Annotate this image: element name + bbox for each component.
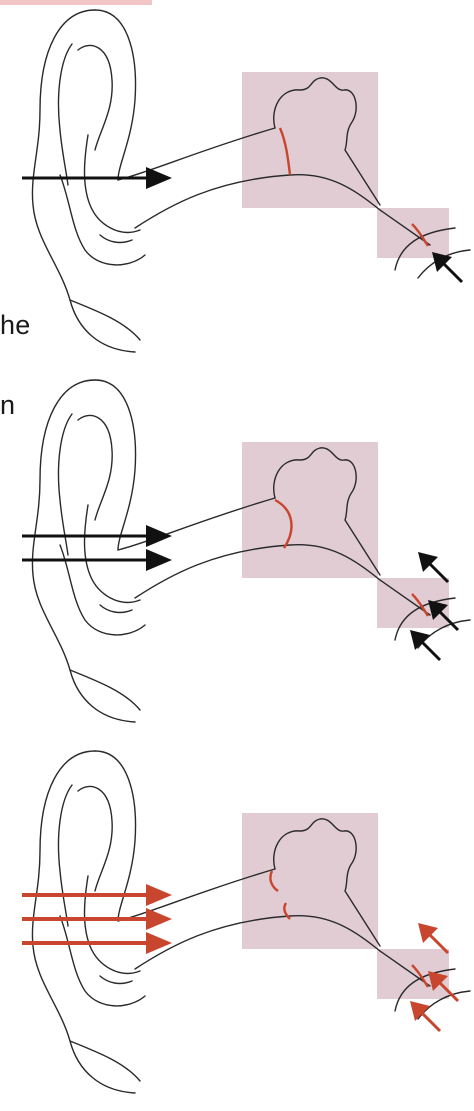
ear-diagram-quiet xyxy=(0,0,474,370)
sound-wave-arrow-1 xyxy=(22,908,172,930)
pinna-fold-line-3 xyxy=(78,45,112,150)
sound-arrow-head xyxy=(146,525,172,547)
pinna-fold-line-4 xyxy=(85,135,141,232)
inner-pressure-arrow-2 xyxy=(410,1001,440,1031)
pinna-fold-line-6 xyxy=(70,300,140,340)
pinna-fold-line-4 xyxy=(85,505,141,602)
inner-pressure-arrow-2 xyxy=(410,630,440,660)
sound-arrow-head xyxy=(146,908,172,930)
pinna-fold-line-5 xyxy=(60,175,145,265)
sound-wave-arrow-0 xyxy=(22,884,172,906)
pinna-fold-line-2 xyxy=(59,414,73,555)
pinna-fold-line-5 xyxy=(60,545,145,635)
pinna-fold-line-7 xyxy=(100,235,132,242)
pinna-fold-line-2 xyxy=(59,44,73,185)
pinna-fold-line-6 xyxy=(70,670,140,710)
outer-ear-pinna xyxy=(32,380,145,722)
pinna-fold-line-1 xyxy=(95,380,136,550)
pinna-fold-line-0 xyxy=(32,751,135,1093)
pinna-fold-line-5 xyxy=(60,916,145,1006)
sound-wave-arrow-2 xyxy=(22,932,172,954)
sound-wave-arrow-0 xyxy=(22,525,172,547)
pinna-fold-line-6 xyxy=(70,1041,140,1081)
pinna-fold-line-2 xyxy=(59,785,73,926)
pinna-fold-line-7 xyxy=(100,605,132,612)
inner-pressure-arrow-0 xyxy=(432,252,462,282)
inner-pressure-arrow-0 xyxy=(418,552,448,582)
pinna-fold-line-7 xyxy=(100,976,132,983)
inner-pressure-arrow-0 xyxy=(418,923,448,953)
middle-ear-highlight-box xyxy=(242,442,378,578)
inner-arrow-shaft xyxy=(420,640,440,660)
outer-ear-pinna xyxy=(32,751,145,1093)
sound-arrow-head xyxy=(146,932,172,954)
pinna-fold-line-4 xyxy=(85,876,141,973)
sound-arrow-head xyxy=(146,884,172,906)
ear-diagram-loud xyxy=(0,370,474,740)
pinna-fold-line-3 xyxy=(78,415,112,520)
pinna-fold-line-0 xyxy=(32,380,135,722)
ear-diagram-damaging xyxy=(0,741,474,1111)
sound-wave-arrow-0 xyxy=(22,167,172,189)
pinna-fold-line-1 xyxy=(95,10,136,180)
outer-ear-pinna xyxy=(32,10,145,352)
middle-ear-highlight-box xyxy=(242,813,378,949)
pinna-fold-line-3 xyxy=(78,786,112,891)
inner-arrow-shaft xyxy=(420,1011,440,1031)
sound-arrow-head xyxy=(146,167,172,189)
middle-ear-highlight-box xyxy=(242,72,378,208)
sound-wave-arrow-1 xyxy=(22,549,172,571)
pinna-fold-line-0 xyxy=(32,10,135,352)
sound-arrow-head xyxy=(146,549,172,571)
inner-arrow-shaft xyxy=(442,262,462,282)
